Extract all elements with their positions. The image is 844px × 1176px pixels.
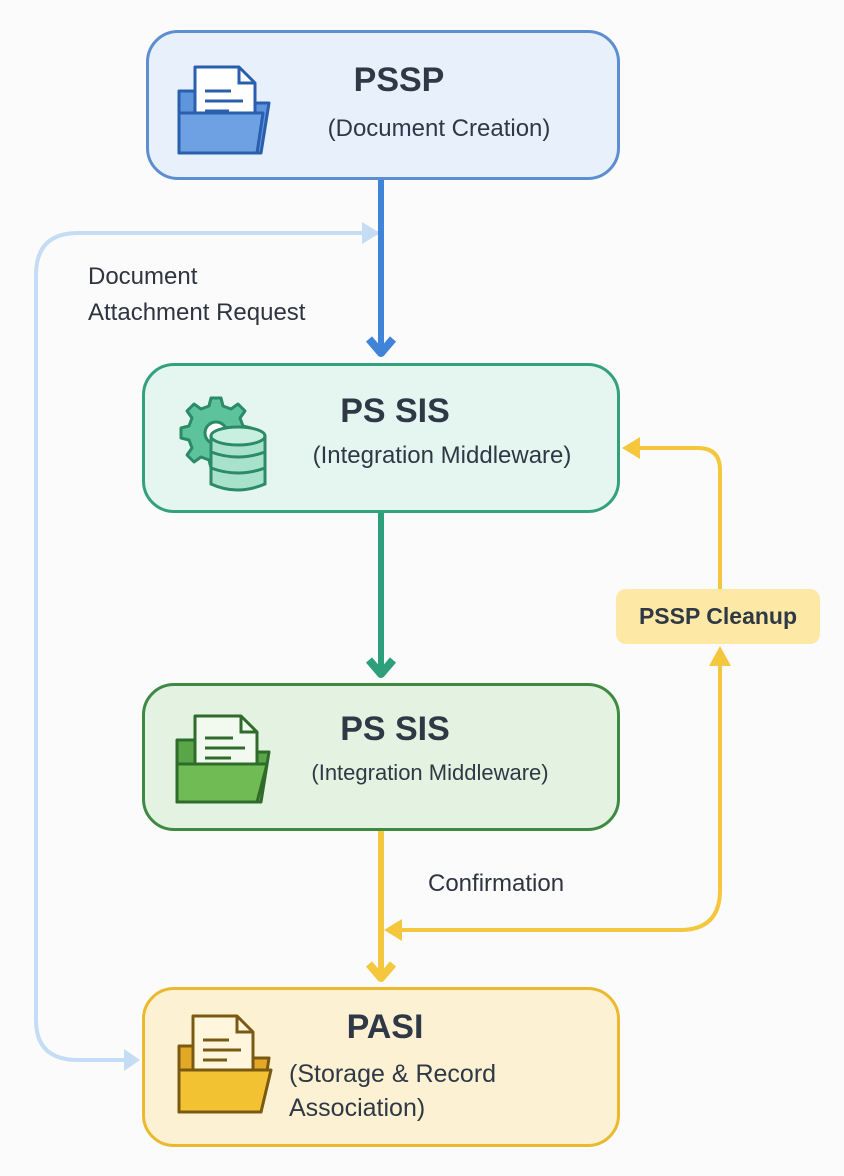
- cleanup-arrowhead-up: [709, 646, 731, 666]
- pssp-cleanup-badge: PSSP Cleanup: [616, 589, 820, 644]
- gear-database-icon: [179, 396, 267, 492]
- attachment-request-label-line1: Document: [88, 263, 198, 290]
- pasi-node: PASI (Storage & Record Association): [142, 987, 620, 1147]
- request-loop-arrowhead-bottom: [124, 1049, 140, 1071]
- pssis-middleware-node: PS SIS (Integration Middleware): [142, 363, 620, 513]
- pssp-to-sis-arrowhead: [365, 336, 397, 357]
- document-folder-icon: [175, 714, 271, 804]
- pssis-middleware-title: PS SIS: [340, 392, 450, 430]
- pasi-subtitle-line2: Association): [289, 1094, 426, 1122]
- confirmation-label: Confirmation: [428, 870, 565, 897]
- pssis-folder-node: PS SIS (Integration Middleware): [142, 683, 620, 831]
- pssis-folder-title: PS SIS: [340, 710, 450, 748]
- document-folder-icon: [177, 65, 271, 155]
- pssp-subtitle: (Document Creation): [327, 115, 551, 142]
- pssis-middleware-subtitle: (Integration Middleware): [312, 442, 572, 469]
- sis-to-sis-arrowhead: [365, 657, 397, 678]
- request-loop-arrowhead-top: [362, 222, 380, 244]
- pasi-subtitle-line1: (Storage & Record: [289, 1060, 497, 1088]
- sis-to-pasi-arrowhead: [365, 961, 397, 982]
- pssp-node: PSSP (Document Creation): [146, 30, 620, 180]
- confirmation-loop-line: [398, 660, 722, 932]
- pssp-title: PSSP: [353, 61, 445, 99]
- cleanup-to-sis-arrowhead: [622, 437, 640, 459]
- cleanup-to-sis-line: [636, 446, 722, 589]
- attachment-request-label-line2: Attachment Request: [88, 299, 306, 326]
- confirmation-arrowhead: [384, 919, 402, 941]
- document-folder-icon: [177, 1014, 273, 1114]
- pasi-title: PASI: [346, 1008, 424, 1046]
- request-loop-line: [34, 231, 378, 1062]
- pssis-folder-subtitle: (Integration Middleware): [311, 760, 549, 785]
